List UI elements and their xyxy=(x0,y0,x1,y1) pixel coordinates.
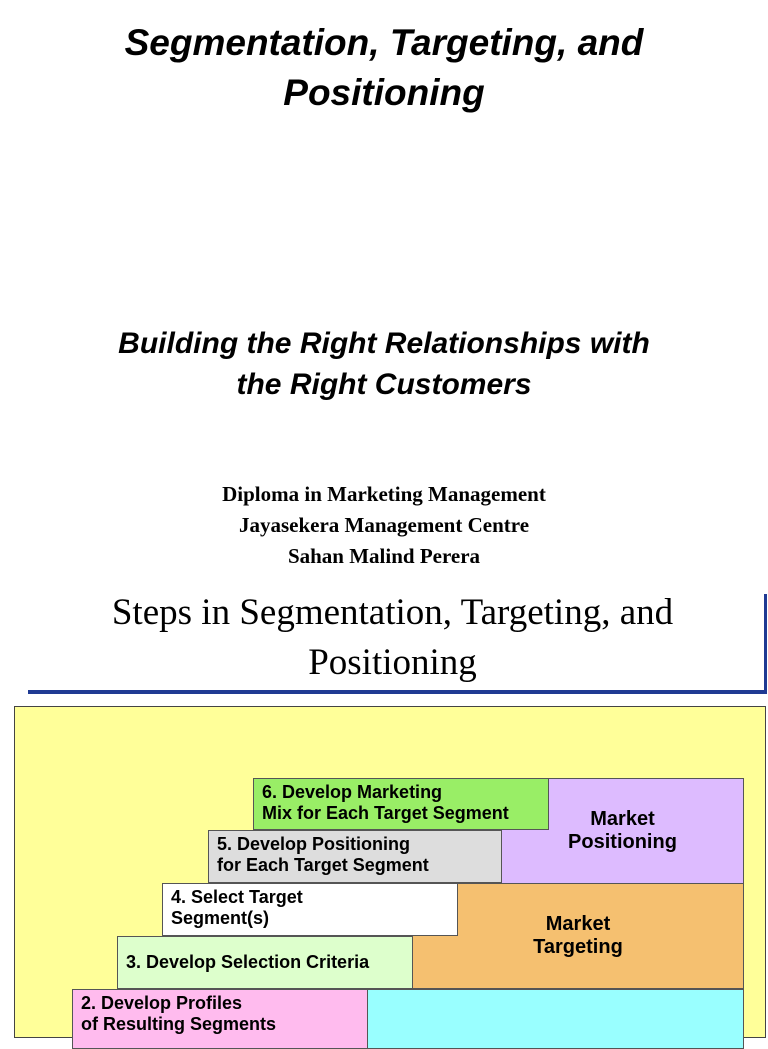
step-4-line-2: Segment(s) xyxy=(171,908,270,928)
author-name: Sahan Malind Perera xyxy=(287,544,481,568)
phase-targeting-line-2: Targeting xyxy=(533,936,623,958)
step-6-line-1: 6. Develop Marketing xyxy=(262,782,443,802)
step-4-line-1: 4. Select Target xyxy=(171,887,303,907)
subtitle-line-2: the Right Customers xyxy=(236,368,532,401)
step-6-box: 6. Develop Marketing Mix for Each Target… xyxy=(253,778,549,830)
heading-side-rule xyxy=(764,594,767,694)
step-3-line-1: 3. Develop Selection Criteria xyxy=(126,952,370,972)
phase-market-targeting: Market Targeting xyxy=(412,883,744,989)
heading-underline xyxy=(28,690,767,694)
course-name: Diploma in Marketing Management xyxy=(222,482,546,506)
step-2-box: 2. Develop Profiles of Resulting Segment… xyxy=(72,989,368,1049)
step-2-line-2: of Resulting Segments xyxy=(81,1014,277,1034)
phase-positioning-line-1: Market xyxy=(590,808,655,830)
credits-block: Diploma in Marketing Management Jayaseke… xyxy=(0,479,768,572)
slide-heading: Steps in Segmentation, Targeting, and Po… xyxy=(20,588,765,688)
slide-heading-line-2: Positioning xyxy=(308,642,477,683)
institution-name: Jayasekera Management Centre xyxy=(238,513,530,537)
step-4-box: 4. Select Target Segment(s) xyxy=(162,883,458,936)
step-2-line-1: 2. Develop Profiles xyxy=(81,993,243,1013)
step-5-line-2: for Each Target Segment xyxy=(217,855,429,875)
page-title: Segmentation, Targeting, and Positioning xyxy=(0,18,768,118)
subtitle-line-1: Building the Right Relationships with xyxy=(118,327,650,360)
step-5-box: 5. Develop Positioning for Each Target S… xyxy=(208,830,502,883)
stp-diagram: Market Positioning Market Targeting 6. D… xyxy=(14,706,766,1049)
title-line-1: Segmentation, Targeting, and xyxy=(124,22,644,63)
step-3-box: 3. Develop Selection Criteria xyxy=(117,936,413,989)
title-line-2: Positioning xyxy=(283,72,485,113)
slide-heading-line-1: Steps in Segmentation, Targeting, and xyxy=(111,592,674,633)
step-6-line-2: Mix for Each Target Segment xyxy=(262,803,509,823)
step-5-line-1: 5. Develop Positioning xyxy=(217,834,411,854)
phase-positioning-line-2: Positioning xyxy=(568,831,677,853)
page-subtitle: Building the Right Relationships with th… xyxy=(0,323,768,405)
phase-market-segmentation xyxy=(367,989,744,1049)
phase-targeting-line-1: Market xyxy=(545,913,611,935)
